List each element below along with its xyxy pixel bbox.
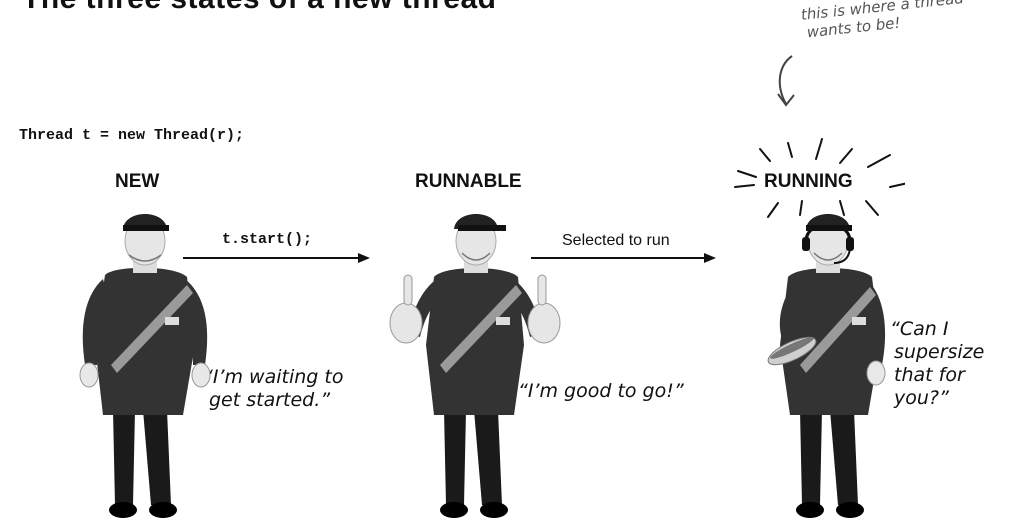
annotation-note: this is where a thread wants to be! bbox=[800, 0, 1003, 42]
quote-runnable: “I’m good to go!” bbox=[518, 380, 684, 403]
quote-running: “Can I supersize that for you?” bbox=[890, 318, 984, 410]
arrow-runnable-to-running bbox=[531, 253, 716, 263]
quote-running-line-4: you?” bbox=[894, 387, 949, 409]
state-label-runnable: RUNNABLE bbox=[415, 171, 522, 192]
state-label-running: RUNNING bbox=[764, 171, 853, 192]
quote-new-line-2: get started.” bbox=[209, 389, 331, 411]
person-runnable-image bbox=[389, 214, 561, 518]
page-title: The three states of a new thread bbox=[22, 0, 496, 16]
transition-label-selected: Selected to run bbox=[562, 232, 670, 249]
state-label-new: NEW bbox=[115, 171, 160, 192]
person-running-image bbox=[767, 214, 886, 518]
transition-label-start: t.start(); bbox=[222, 231, 313, 248]
annotation-arrow bbox=[777, 55, 795, 107]
arrow-new-to-runnable bbox=[183, 253, 370, 263]
running-burst-icon bbox=[734, 138, 905, 218]
code-line: Thread t = new Thread(r); bbox=[19, 127, 245, 144]
quote-new-line-1: “I’m waiting to bbox=[203, 366, 344, 388]
quote-new: “I’m waiting to get started.” bbox=[203, 366, 343, 412]
quote-running-line-2: supersize bbox=[894, 341, 985, 363]
quote-runnable-line-1: “I’m good to go!” bbox=[518, 380, 684, 402]
person-new-image bbox=[79, 214, 211, 518]
quote-running-line-3: that for bbox=[894, 364, 965, 386]
quote-running-line-1: “Can I bbox=[890, 318, 949, 340]
